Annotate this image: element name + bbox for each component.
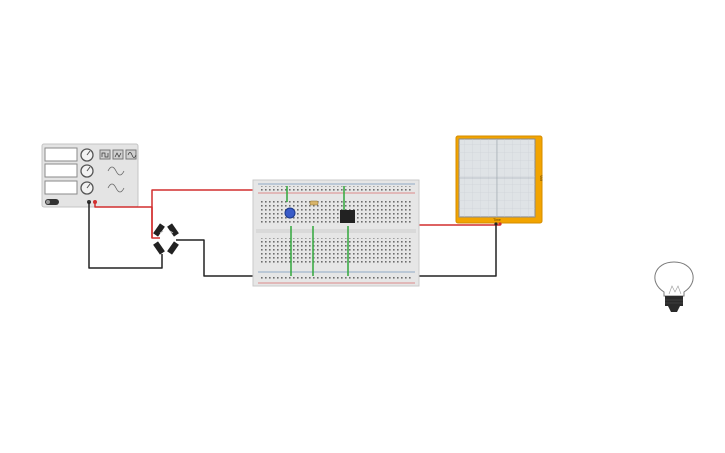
scope-volt-label: Volt [539, 175, 543, 181]
power-rail-bottom [260, 275, 412, 281]
bulb-glass [654, 261, 694, 297]
wires[interactable] [88, 189, 501, 277]
scope-time-label: Time [493, 218, 501, 222]
wire-black-bridge-to-breadboard [176, 239, 256, 277]
display-1 [44, 147, 78, 162]
power-rail-top [260, 186, 412, 192]
bulb-filament [668, 285, 682, 295]
diode-1-band [159, 230, 164, 234]
diode-3 [153, 241, 165, 255]
wire-red-to-breadboard [151, 189, 262, 238]
resistor[interactable] [309, 200, 319, 206]
sine-wave-button[interactable] [125, 149, 137, 160]
bulb-base [665, 296, 683, 306]
waveform-preview-2 [107, 183, 125, 193]
potentiometer[interactable] [284, 207, 296, 219]
lightbulb[interactable] [654, 261, 694, 312]
breadboard[interactable] [252, 179, 420, 287]
function-generator[interactable] [41, 143, 139, 208]
power-icon [46, 200, 50, 204]
display-2 [44, 163, 78, 178]
display-3 [44, 180, 78, 195]
bridge-rectifier[interactable] [153, 223, 179, 255]
diode-1 [153, 223, 165, 237]
terminal-strip-top [260, 199, 412, 225]
center-channel [256, 229, 416, 233]
terminal-strip-bottom [260, 238, 412, 264]
triangle-wave-icon [114, 152, 122, 158]
bulb-tip [668, 306, 680, 312]
wire-red-gen-to-bridge [94, 202, 160, 239]
scope-terminal-positive[interactable] [498, 222, 502, 226]
wire-black-gen-to-bridge [88, 202, 163, 269]
wire-black-to-scope [413, 225, 497, 277]
sine-wave-icon [127, 152, 137, 158]
scope-terminal-negative[interactable] [494, 222, 498, 226]
oscilloscope[interactable]: Time Volt [455, 135, 543, 226]
waveform-preview-1 [107, 166, 125, 176]
square-wave-icon [101, 152, 109, 158]
diode-2 [167, 223, 179, 237]
ic-chip[interactable] [340, 210, 355, 223]
diode-4 [167, 241, 179, 255]
diode-2-band [169, 230, 174, 234]
